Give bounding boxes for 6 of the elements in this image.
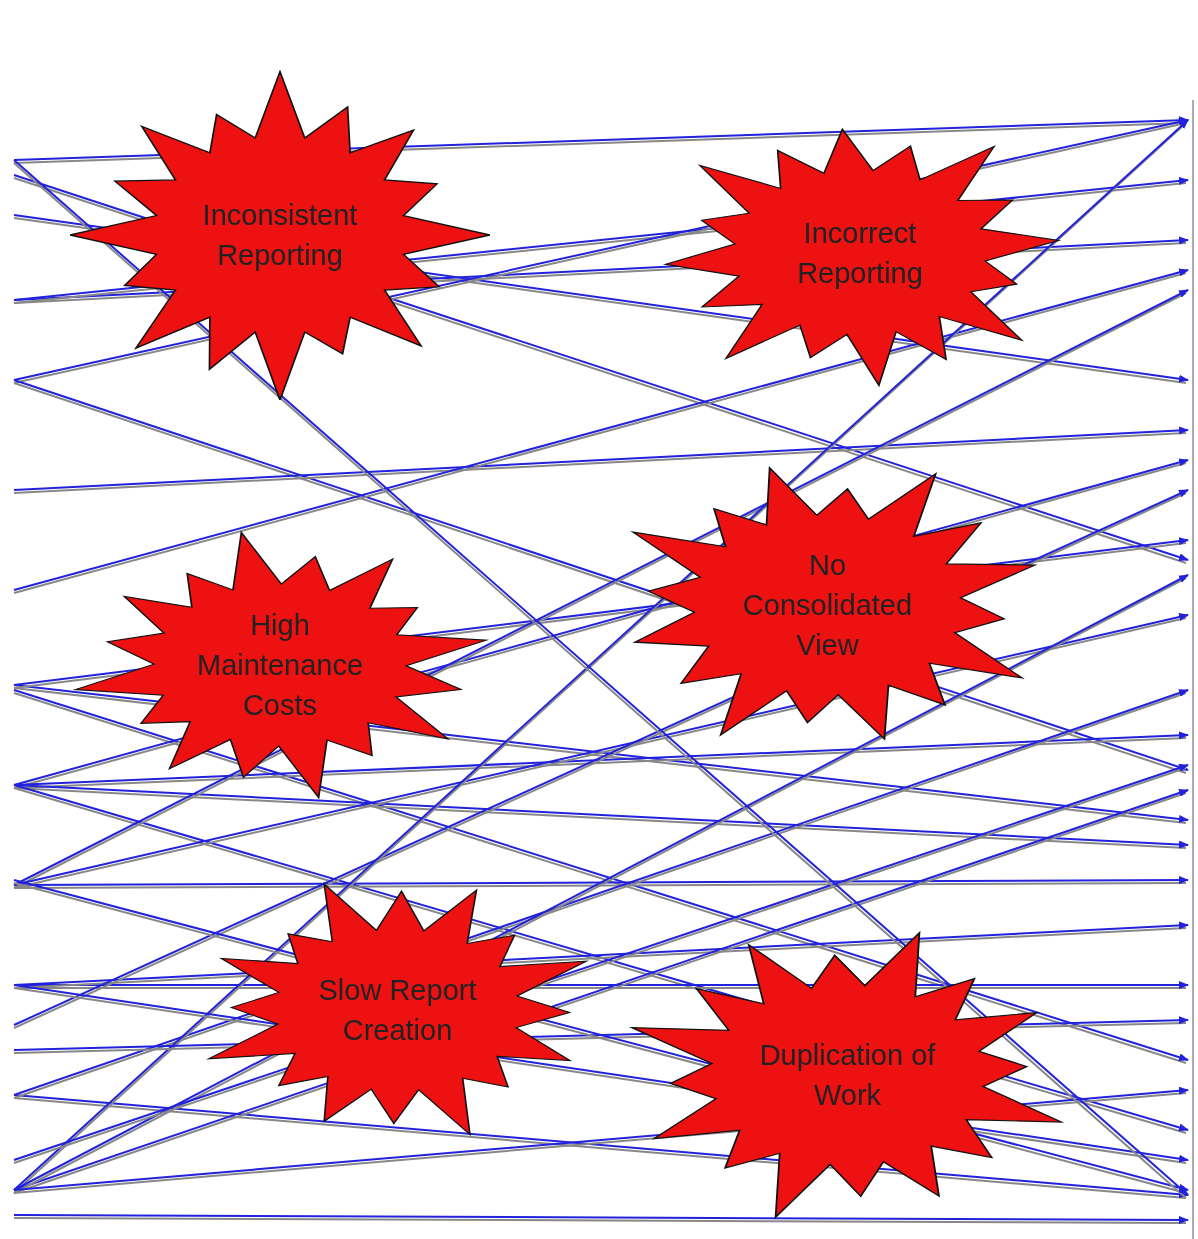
starburst-label: High Maintenance Costs <box>195 608 365 723</box>
starburst-label: No Consolidated View <box>741 548 914 663</box>
starburst-label: Inconsistent Reporting <box>201 198 359 273</box>
starburst-label: Slow Report Creation <box>317 973 478 1048</box>
starburst-label: Incorrect Reporting <box>796 215 924 291</box>
starburst-label: Duplication of Work <box>758 1038 937 1113</box>
